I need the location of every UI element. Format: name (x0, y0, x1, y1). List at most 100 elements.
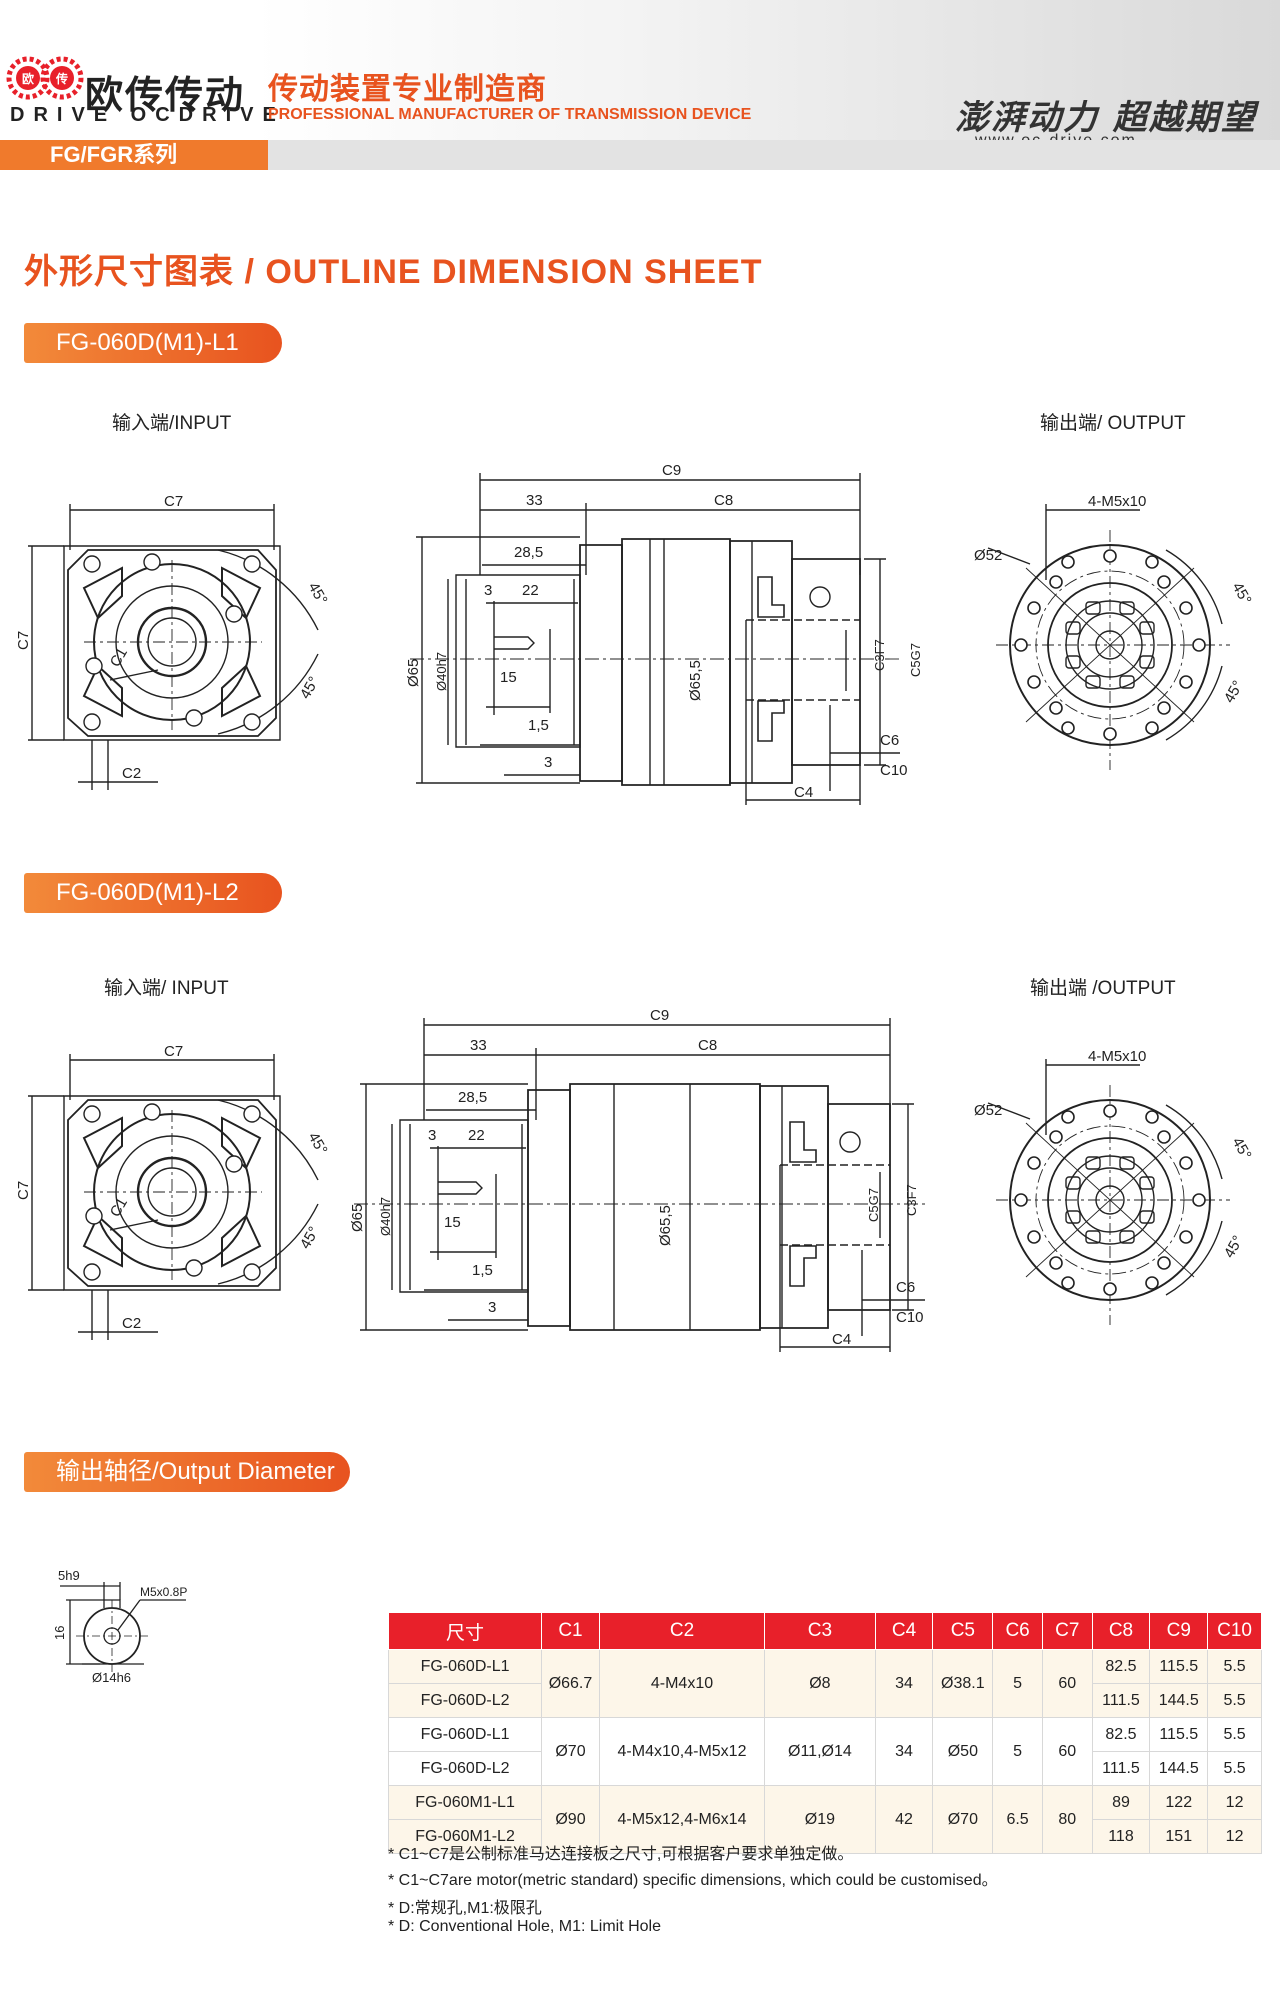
brand-name-en: DRIVE OCDRIVE (10, 104, 285, 126)
dim-c1: C1 (107, 645, 131, 670)
dim-c1: C1 (107, 1195, 131, 1220)
note-4: * D: Conventional Hole, M1: Limit Hole (388, 1918, 662, 1935)
cell-c7: 60 (1041, 1717, 1093, 1786)
dim-c10: C10 (880, 762, 908, 779)
dim-c5: C5G7 (908, 643, 920, 677)
dim-phi40: Ø40h7 (378, 1197, 393, 1236)
cell-c5: Ø70 (932, 1785, 994, 1854)
cell-c3: Ø19 (764, 1785, 876, 1854)
table-header: C6 (992, 1612, 1043, 1650)
table-header: C9 (1149, 1612, 1209, 1650)
output-label: 输出端 /OUTPUT (1030, 978, 1176, 999)
table-header: C1 (541, 1612, 600, 1650)
dim-angle: 45° (1229, 580, 1255, 608)
cell-c6: 5 (992, 1717, 1043, 1786)
dim-phi65-5: Ø65,5 (657, 1205, 674, 1246)
svg-text:欧: 欧 (22, 71, 34, 86)
dim-phi65-5: Ø65,5 (687, 660, 704, 701)
cell-c8: 118 (1091, 1819, 1151, 1854)
dim-phi65: Ø65 (350, 1204, 366, 1232)
series-bar (268, 140, 1280, 170)
cell-c9: 144.5 (1149, 1683, 1209, 1718)
cell-c9: 115.5 (1149, 1649, 1209, 1684)
cell-c1: Ø66.7 (541, 1649, 600, 1718)
cell-c2: 4-M5x12,4-M6x14 (598, 1785, 766, 1854)
table-header: 尺寸 (387, 1612, 543, 1650)
series-tab: FG/FGR系列 (0, 140, 268, 170)
dim-33: 33 (526, 492, 543, 509)
table-header: C7 (1041, 1612, 1093, 1650)
output-view-drawing: 4-M5x10 Ø52 45° 45° (974, 1048, 1255, 1325)
dim-c8: C8 (714, 492, 733, 509)
dim-c9: C9 (662, 462, 681, 479)
cell-c8: 82.5 (1091, 1649, 1151, 1684)
output-view-drawing: 4-M5x10 Ø52 45° 45° (974, 493, 1255, 770)
shaft-section-drawing: 5h9 16 M5x0.8P Ø14h6 (52, 1568, 187, 1685)
dim-angle: 45° (297, 1224, 323, 1252)
page-title: 外形尺寸图表 / OUTLINE DIMENSION SHEET (24, 253, 763, 291)
input-label: 输入端/INPUT (112, 413, 232, 434)
cell-c10: 12 (1207, 1819, 1262, 1854)
cell-c10: 5.5 (1207, 1649, 1262, 1684)
note-3: * D:常规孔,M1:极限孔 (388, 1900, 542, 1917)
cell-c2: 4-M4x10 (598, 1649, 766, 1718)
dim-1-5: 1,5 (528, 717, 549, 734)
cell-c9: 122 (1149, 1785, 1209, 1820)
tagline-en: PROFESSIONAL MANUFACTURER OF TRANSMISSIO… (268, 106, 752, 123)
dim-28-5: 28,5 (514, 544, 543, 561)
dim-angle: 45° (1229, 1135, 1255, 1163)
dim-angle: 45° (305, 1130, 331, 1158)
table-header: C8 (1091, 1612, 1151, 1650)
table-row: FG-060D-L1 Ø66.7 4-M4x10 Ø8 34 Ø38.1 5 6… (387, 1649, 1262, 1718)
table-header-row: 尺寸 C1 C2 C3 C4 C5 C6 C7 C8 C9 C10 (387, 1612, 1262, 1650)
dim-22: 22 (522, 582, 539, 599)
dim-c6: C6 (880, 732, 899, 749)
cell-model: FG-060M1-L2 (387, 1819, 543, 1854)
cell-c5: Ø50 (932, 1717, 994, 1786)
dim-3: 3 (428, 1127, 436, 1144)
dim-3b: 3 (544, 754, 552, 771)
dim-m5: 4-M5x10 (1088, 493, 1146, 510)
table-header: C2 (598, 1612, 766, 1650)
dim-c7-side: C7 (18, 631, 32, 650)
dim-3b: 3 (488, 1299, 496, 1316)
cell-c6: 5 (992, 1649, 1043, 1718)
table-header: C3 (764, 1612, 876, 1650)
dim-c3: C3F7 (904, 1184, 919, 1216)
dim-c2: C2 (122, 1315, 141, 1332)
cell-c5: Ø38.1 (932, 1649, 994, 1718)
svg-text:传: 传 (55, 71, 68, 86)
model-pill-l1: FG-060D(M1)-L1 (24, 323, 282, 363)
dim-c7-top: C7 (164, 1043, 183, 1060)
cell-c8: 111.5 (1091, 1683, 1151, 1718)
input-view-drawing: C7 C7 C2 C1 45° 45° (18, 1043, 331, 1340)
brand-name-cn: 欧传传动 (85, 75, 246, 117)
dim-33: 33 (470, 1037, 487, 1054)
note-1: * C1~C7是公制标准马达连接板之尺寸,可根据客户要求单独定做。 (388, 1846, 854, 1863)
dim-angle: 45° (297, 674, 323, 702)
cell-c10: 5.5 (1207, 1683, 1262, 1718)
cell-c9: 151 (1149, 1819, 1209, 1854)
dim-phi52: Ø52 (974, 547, 1002, 564)
side-view-drawing: C9 33 C8 28,5 3 22 15 1,5 3 Ø65 Ø40h7 Ø6… (350, 1007, 925, 1352)
dim-c5: C5G7 (866, 1188, 881, 1222)
dim-15: 15 (444, 1214, 461, 1231)
table-row: FG-060D-L1 Ø70 4-M4x10,4-M5x12 Ø11,Ø14 3… (387, 1717, 1262, 1786)
dim-c2: C2 (122, 765, 141, 782)
cell-c10: 5.5 (1207, 1717, 1262, 1752)
dim-phi40: Ø40h7 (434, 652, 449, 691)
slogan: 澎湃动力 超越期望 (955, 98, 1257, 138)
cell-c4: 34 (874, 1717, 934, 1786)
cell-c10: 12 (1207, 1785, 1262, 1820)
cell-c4: 42 (874, 1785, 934, 1854)
dim-c10: C10 (896, 1309, 924, 1326)
dim-28-5: 28,5 (458, 1089, 487, 1106)
dim-c6: C6 (896, 1279, 915, 1296)
output-diameter-pill: 输出轴径/Output Diameter (24, 1452, 350, 1492)
tagline-cn: 传动装置专业制造商 (268, 73, 547, 106)
output-label: 输出端/ OUTPUT (1040, 413, 1186, 434)
dim-phi65: Ø65 (405, 659, 422, 687)
spec-table: 尺寸 C1 C2 C3 C4 C5 C6 C7 C8 C9 C10 FG-060… (387, 1612, 1262, 1854)
dim-1-5: 1,5 (472, 1262, 493, 1279)
dim-height: 16 (52, 1626, 67, 1640)
